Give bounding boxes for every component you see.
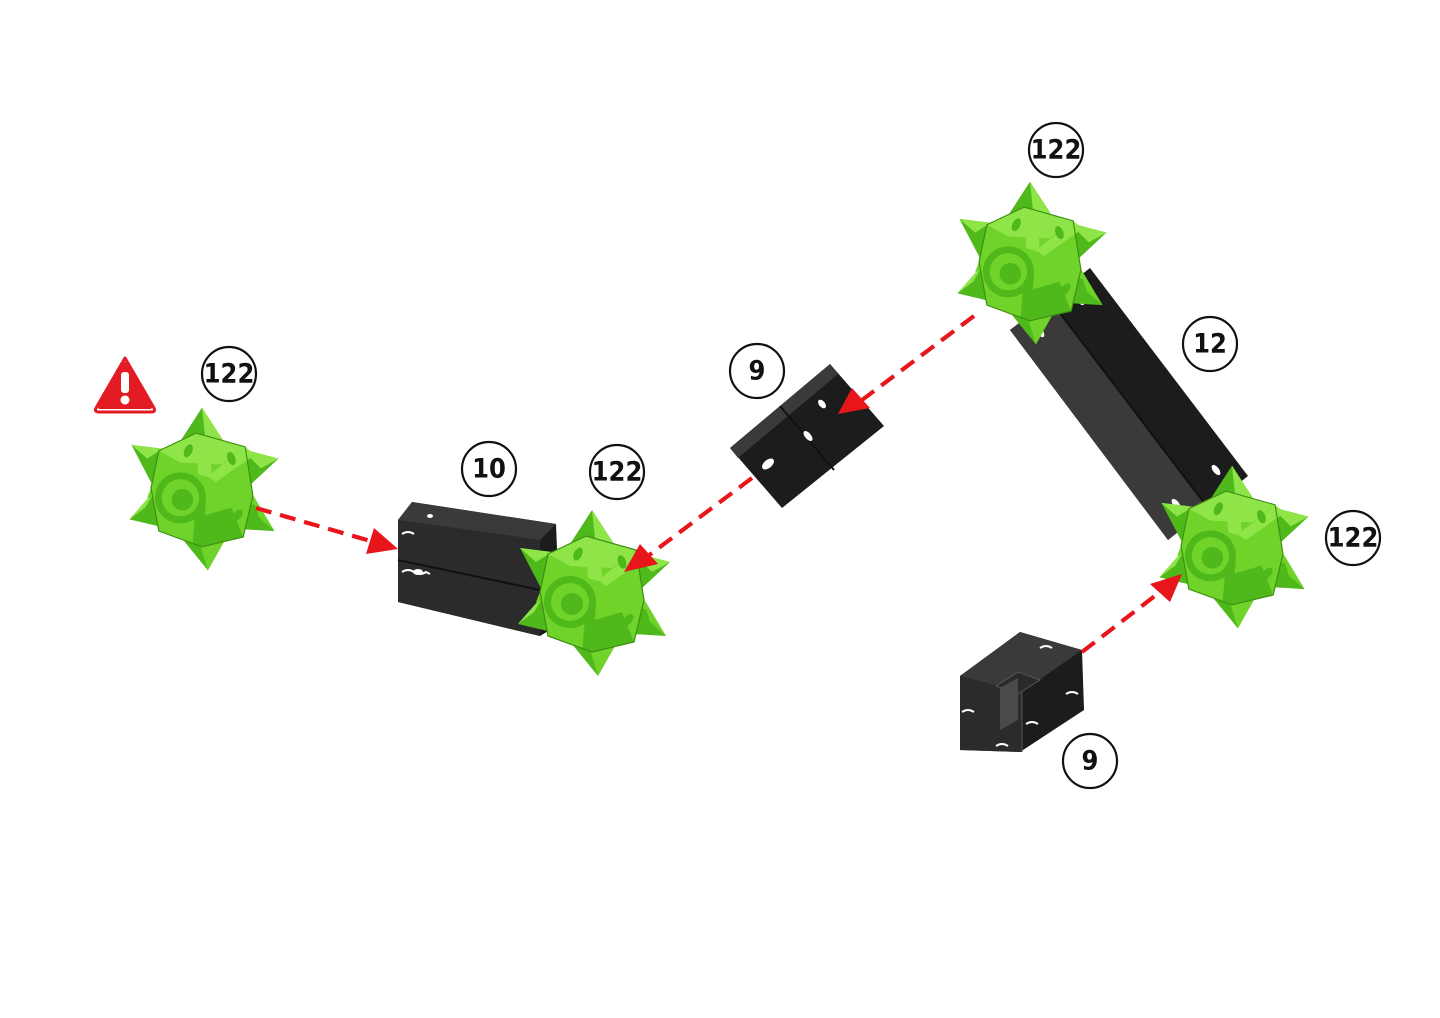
part-label-beam-9-mid: 9 [730,344,784,398]
part-label-connector-right: 122 [1326,511,1380,565]
part-number-text: 122 [1328,523,1379,554]
part-number-text: 122 [592,457,643,488]
part-label-beam-10: 10 [462,442,516,496]
part-label-connector-top: 122 [1029,123,1083,177]
part-label-beam-9-bottom: 9 [1063,734,1117,788]
part-number-text: 122 [204,359,255,390]
connector-part-122-left [129,408,278,571]
part-number-text: 12 [1193,329,1227,360]
arrow-connector-top-to-beam-9 [838,316,974,414]
part-number-text: 10 [472,454,506,485]
warning-triangle-icon [95,358,154,412]
part-label-connector-mid: 122 [590,445,644,499]
part-number-text: 122 [1031,135,1082,166]
arrow-beam-9-to-connector-mid [624,478,752,572]
part-number-text: 9 [1082,746,1099,777]
part-label-connector-left: 122 [202,347,256,401]
arrow-connector-to-beam-10 [256,508,398,554]
arrow-beam-9-bottom-to-connector-right [1082,574,1182,652]
part-number-text: 9 [749,356,766,387]
part-label-beam-12: 12 [1183,317,1237,371]
beam-part-9-bottom [960,632,1084,752]
